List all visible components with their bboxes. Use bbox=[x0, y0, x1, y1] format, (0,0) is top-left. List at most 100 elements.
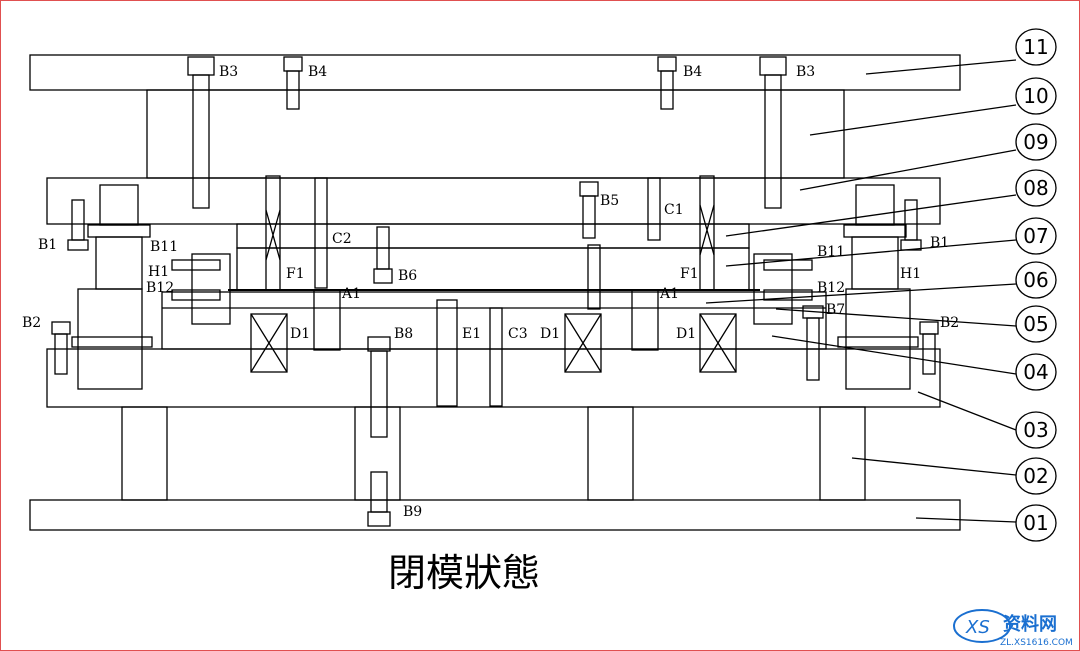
label-d1-left: D1 bbox=[290, 326, 310, 342]
label-b4-right: B4 bbox=[683, 64, 702, 80]
label-d1-center: D1 bbox=[540, 326, 560, 342]
bolt-b4-left-head bbox=[283, 56, 303, 72]
balloon-10-text: 10 bbox=[1023, 84, 1048, 108]
bolt-b3-left bbox=[192, 74, 210, 209]
bolt-b8 bbox=[370, 350, 388, 438]
bolt-b1-left bbox=[71, 199, 85, 241]
pin-e1 bbox=[436, 299, 458, 407]
watermark-name: 资料网 bbox=[1003, 613, 1057, 635]
leader-05 bbox=[775, 308, 1017, 327]
watermark: XS 资料网 ZL.XS1616.COM bbox=[953, 609, 1073, 648]
spring-d1-left bbox=[250, 313, 288, 373]
plate-05-die-plate bbox=[161, 291, 827, 350]
plate-09-punch-holder bbox=[46, 177, 941, 225]
label-e1: E1 bbox=[462, 326, 481, 342]
label-b2-left: B2 bbox=[22, 315, 41, 331]
label-b7: B7 bbox=[826, 302, 845, 318]
bolt-b9 bbox=[370, 471, 388, 513]
balloon-09-text: 09 bbox=[1023, 130, 1048, 154]
label-h1-left: H1 bbox=[148, 264, 169, 280]
bolt-b2-right-head bbox=[919, 321, 939, 335]
label-b11-right: B11 bbox=[817, 244, 845, 260]
label-a1-left: A1 bbox=[341, 286, 361, 302]
pin-c2 bbox=[314, 177, 328, 289]
label-b1-right: B1 bbox=[930, 235, 949, 251]
leader-10 bbox=[809, 104, 1017, 136]
bolt-b11-left bbox=[171, 259, 221, 271]
ball-cage-left bbox=[77, 288, 143, 390]
bolt-b1-right bbox=[904, 199, 918, 241]
punch-f1-right-mark bbox=[699, 204, 715, 256]
bolt-b2-right bbox=[922, 333, 936, 375]
balloon-01-text: 01 bbox=[1023, 511, 1048, 535]
punch-f1-left-mark bbox=[265, 209, 281, 261]
spring-d1-left-x bbox=[250, 313, 288, 373]
balloon-08-text: 08 bbox=[1023, 176, 1048, 200]
bolt-b6-head bbox=[373, 268, 393, 284]
parallel-right bbox=[819, 406, 866, 501]
label-f1-right: F1 bbox=[680, 266, 699, 282]
pin-c3 bbox=[489, 307, 503, 407]
bolt-b4-right bbox=[660, 70, 674, 110]
bolt-b9-head bbox=[367, 511, 391, 527]
bolt-b5-head bbox=[579, 181, 599, 197]
leader-02 bbox=[851, 457, 1017, 476]
bolt-b12-right bbox=[763, 289, 813, 301]
balloon-06-text: 06 bbox=[1023, 268, 1048, 292]
plate-04-die-holder bbox=[46, 348, 941, 408]
ball-cage-right bbox=[845, 288, 911, 390]
side-block-right bbox=[753, 253, 793, 325]
guide-post-right bbox=[851, 236, 899, 290]
leader-04 bbox=[771, 335, 1017, 375]
bolt-b4-right-head bbox=[657, 56, 677, 72]
parallel-left bbox=[121, 406, 168, 501]
label-b8: B8 bbox=[394, 326, 413, 342]
label-b3-left: B3 bbox=[219, 64, 238, 80]
balloon-06 bbox=[1015, 261, 1057, 299]
plate-11-upper-die-set bbox=[29, 54, 961, 91]
label-b6: B6 bbox=[398, 268, 417, 284]
watermark-logo-letters: XS bbox=[965, 617, 990, 638]
spring-d1-center-x bbox=[564, 313, 602, 373]
punch-f1-left bbox=[265, 175, 281, 291]
guide-bush-right bbox=[855, 184, 895, 226]
guide-base-right bbox=[837, 336, 919, 348]
label-f1-left: F1 bbox=[286, 266, 305, 282]
bolt-b4-left bbox=[286, 70, 300, 110]
balloon-09 bbox=[1015, 123, 1057, 161]
label-c1: C1 bbox=[664, 202, 684, 218]
side-block-left bbox=[191, 253, 231, 325]
guide-post-left bbox=[95, 236, 143, 290]
balloon-10 bbox=[1015, 77, 1057, 115]
guide-base-left bbox=[71, 336, 153, 348]
balloon-group bbox=[1015, 28, 1057, 542]
insert-a1-left bbox=[313, 289, 341, 351]
balloon-04-text: 04 bbox=[1023, 360, 1048, 384]
bolt-b5 bbox=[582, 195, 596, 239]
balloon-11 bbox=[1015, 28, 1057, 66]
watermark-url: ZL.XS1616.COM bbox=[1000, 638, 1073, 648]
leader-08 bbox=[725, 194, 1017, 237]
label-d1-right: D1 bbox=[676, 326, 696, 342]
balloon-07 bbox=[1015, 217, 1057, 255]
label-b1-left: B1 bbox=[38, 237, 57, 253]
label-b4-left: B4 bbox=[308, 64, 327, 80]
bolt-b3-right-head bbox=[759, 56, 787, 76]
balloon-02 bbox=[1015, 457, 1057, 495]
label-b5: B5 bbox=[600, 193, 619, 209]
label-b12-left: B12 bbox=[146, 280, 174, 296]
bolt-b1-left-head bbox=[67, 239, 89, 251]
label-b9: B9 bbox=[403, 504, 422, 520]
bolt-b3-left-head bbox=[187, 56, 215, 76]
bolt-b3-right bbox=[764, 74, 782, 209]
balloon-01 bbox=[1015, 504, 1057, 542]
balloon-11-text: 11 bbox=[1023, 35, 1048, 59]
guide-post-right-flange bbox=[843, 224, 907, 238]
label-b2-right: B2 bbox=[940, 315, 959, 331]
balloon-08 bbox=[1015, 169, 1057, 207]
plate-10-upper-pad bbox=[146, 89, 845, 179]
balloon-03-text: 03 bbox=[1023, 418, 1048, 442]
balloon-03 bbox=[1015, 411, 1057, 449]
label-b12-right: B12 bbox=[817, 280, 845, 296]
center-punch bbox=[587, 244, 601, 310]
